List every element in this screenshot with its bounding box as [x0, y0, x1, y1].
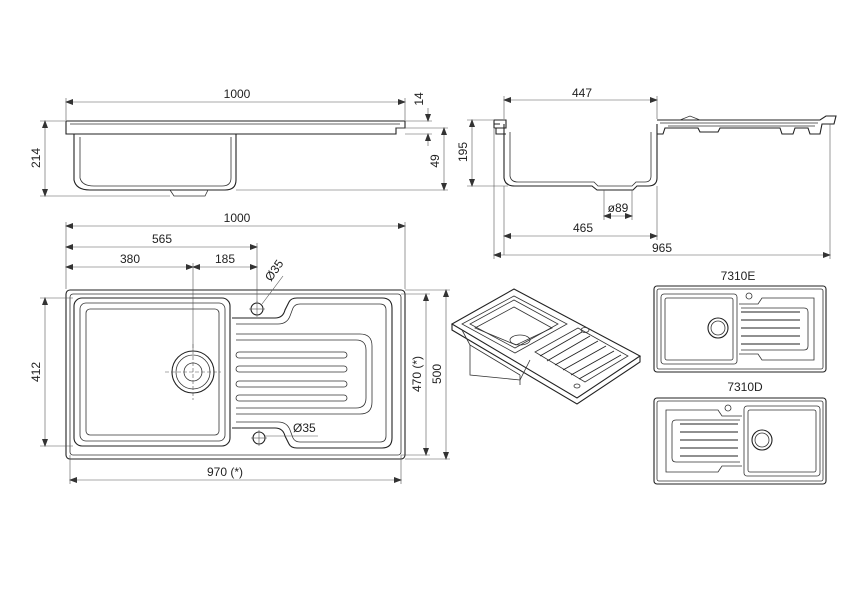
top-height-label: 500 [430, 364, 444, 384]
side-drop-label: 49 [428, 154, 442, 168]
top-width-label: 1000 [224, 211, 251, 225]
side-height-label: 214 [29, 148, 43, 168]
top-cutout-height-label: 470 (*) [410, 356, 424, 392]
variant-7310d: 7310D [653, 380, 827, 485]
variant-7310e: 7310E [653, 269, 827, 373]
top-view: 1000 565 380 185 Ø35 Ø35 412 470 (*) 500 [29, 211, 450, 484]
side-rim-label: 14 [412, 92, 426, 106]
front-total-label: 965 [652, 241, 672, 255]
top-tap-label: 565 [152, 232, 172, 246]
isometric-view [450, 288, 642, 405]
top-cutout-width-label: 970 (*) [207, 465, 243, 479]
top-bowl-label: 380 [120, 252, 140, 266]
side-width-label: 1000 [224, 87, 251, 101]
variant-left-label: 7310D [727, 380, 763, 394]
variant-right-label: 7310E [721, 269, 756, 283]
front-inner-label: 465 [573, 221, 593, 235]
top-tap-hole-label: Ø35 [262, 257, 287, 284]
top-gap-label: 185 [215, 252, 235, 266]
top-inner-height-label: 412 [29, 362, 43, 382]
front-drain-label: ø89 [608, 201, 629, 215]
top-overflow-label: Ø35 [293, 421, 316, 435]
side-view: 1000 14 49 214 [29, 87, 448, 197]
front-view: 447 195 ø89 465 965 [456, 86, 837, 259]
front-bowl-width-label: 447 [572, 86, 592, 100]
front-depth-label: 195 [456, 142, 470, 162]
